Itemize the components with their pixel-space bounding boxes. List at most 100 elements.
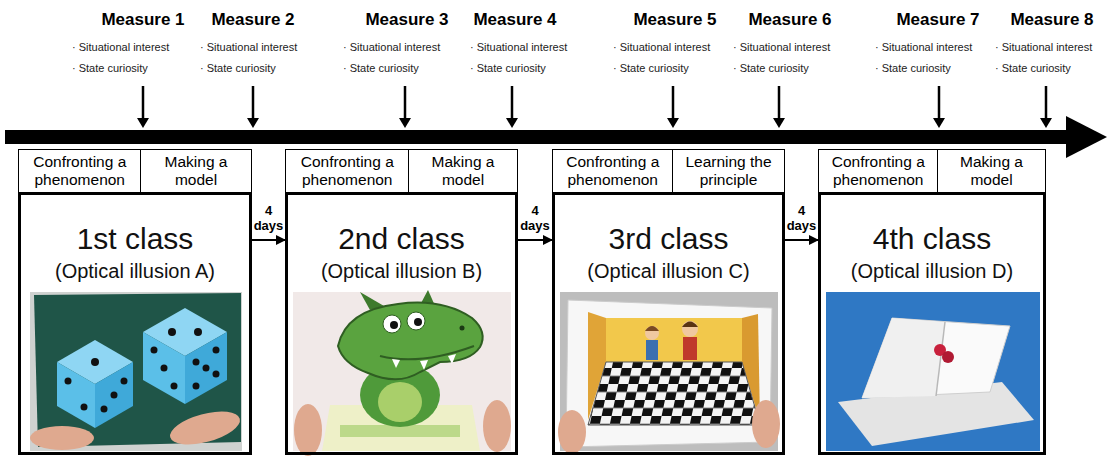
phase-label: Learning the principle bbox=[678, 153, 779, 190]
photo-dice bbox=[95, 362, 133, 428]
photo-dragon bbox=[378, 382, 422, 422]
photo-checker-room bbox=[645, 326, 659, 340]
photo-dragon bbox=[383, 315, 401, 333]
interval-arrow bbox=[518, 239, 552, 241]
photo-folded-paper bbox=[862, 318, 945, 398]
measure-arrow bbox=[672, 86, 675, 120]
photo-checker-room bbox=[558, 410, 586, 454]
measure-arrow bbox=[773, 118, 785, 128]
measure-item: · Situational interest bbox=[72, 41, 169, 54]
measure-arrow bbox=[399, 118, 411, 128]
photo-dragon bbox=[380, 346, 474, 359]
photo-checker-room bbox=[606, 318, 742, 362]
measure-item: · Situational interest bbox=[875, 41, 972, 54]
photo-checker-room bbox=[558, 292, 780, 454]
photo-checker-room bbox=[560, 292, 778, 451]
class-subtitle: (Optical illusion D) bbox=[851, 260, 1013, 282]
photo-dragon bbox=[392, 359, 400, 368]
photo-dragon bbox=[390, 321, 398, 329]
interval-label: 4 days bbox=[518, 204, 552, 233]
phase-cell: Confronting a phenomenon bbox=[285, 149, 410, 194]
phase-cell: Learning the principle bbox=[672, 149, 785, 194]
photo-dice bbox=[213, 347, 220, 354]
photo-dice bbox=[143, 308, 227, 356]
measure-title: Measure 4 bbox=[473, 10, 556, 30]
class-subtitle: (Optical illusion B) bbox=[321, 260, 482, 282]
timeline-arrow bbox=[1066, 116, 1107, 158]
photo-dragon bbox=[420, 360, 428, 370]
phase-label: Making a model bbox=[146, 153, 246, 190]
measure-arrow bbox=[137, 86, 1052, 128]
measure-arrow bbox=[1040, 118, 1052, 128]
phase-cell: Making a model bbox=[408, 149, 518, 194]
measure-arrow bbox=[933, 118, 945, 128]
measure-title: Measure 1 bbox=[101, 10, 184, 30]
photo-dice bbox=[151, 347, 158, 354]
photo-checker-room bbox=[752, 400, 780, 448]
measure-item: · Situational interest bbox=[343, 41, 440, 54]
photo-checker-room bbox=[682, 322, 698, 328]
phase-cell: Making a model bbox=[937, 149, 1046, 194]
photo-dice bbox=[168, 328, 176, 336]
photo-dice bbox=[30, 426, 94, 450]
photo-folded-paper bbox=[826, 292, 1040, 451]
photo-dragon bbox=[338, 303, 483, 380]
class-title: 2nd class bbox=[338, 222, 465, 255]
photo-folded-paper bbox=[942, 351, 954, 363]
measure-title: Measure 3 bbox=[365, 10, 448, 30]
photo-dice bbox=[143, 332, 185, 404]
measure-item: · State curiosity bbox=[470, 62, 546, 75]
class-title: 4th class bbox=[873, 222, 991, 255]
photo-dice bbox=[57, 362, 95, 428]
measure-item: · State curiosity bbox=[733, 62, 809, 75]
class-box: 2nd class (Optical illusion B) bbox=[285, 192, 518, 455]
phase-cell: Confronting a phenomenon bbox=[18, 149, 142, 194]
interval-label: 4 days bbox=[785, 204, 818, 233]
photo-dice bbox=[167, 405, 244, 451]
photo-checker-room bbox=[682, 321, 698, 337]
class-title: 1st class bbox=[77, 222, 194, 255]
measure-title: Measure 5 bbox=[633, 10, 716, 30]
class-subtitle: (Optical illusion A) bbox=[55, 260, 215, 282]
measure-item: · Situational interest bbox=[733, 41, 830, 54]
photo-dragon bbox=[293, 290, 511, 456]
photo-dice bbox=[185, 332, 227, 404]
photo-checker-room bbox=[645, 326, 659, 331]
phase-label: Confronting a phenomenon bbox=[24, 153, 136, 190]
class-subtitle: (Optical illusion C) bbox=[587, 260, 749, 282]
measure-item: · State curiosity bbox=[995, 62, 1071, 75]
measure-title: Measure 6 bbox=[748, 10, 831, 30]
measure-arrow bbox=[778, 86, 781, 120]
class-box: 1st class (Optical illusion A) bbox=[18, 192, 252, 455]
measure-arrow bbox=[247, 118, 259, 128]
class-title: 3rd class bbox=[608, 222, 728, 255]
photo-dice bbox=[203, 365, 210, 372]
phase-cell: Confronting a phenomenon bbox=[552, 149, 674, 194]
photo-checker-room bbox=[566, 300, 772, 447]
class-box: 3rd class (Optical illusion C) bbox=[552, 192, 785, 455]
photo-dragon bbox=[483, 400, 511, 452]
photo-dragon bbox=[448, 354, 456, 364]
measure-title: Measure 8 bbox=[1010, 10, 1093, 30]
photo-dice bbox=[30, 292, 243, 451]
photo-dragon bbox=[414, 318, 422, 326]
edge-group bbox=[252, 240, 818, 241]
photo-checker-room bbox=[588, 362, 760, 425]
photo-dice bbox=[121, 378, 128, 385]
photo-dragon bbox=[294, 404, 322, 456]
measure-item: · State curiosity bbox=[343, 62, 419, 75]
phase-cell: Confronting a phenomenon bbox=[818, 149, 939, 194]
photo-dice bbox=[171, 383, 178, 390]
photo-dice bbox=[193, 383, 200, 390]
class-box: 4th class (Optical illusion D) bbox=[818, 192, 1046, 455]
photo-folded-paper bbox=[862, 318, 1010, 398]
measure-item: · State curiosity bbox=[72, 62, 148, 75]
photo-dragon bbox=[460, 326, 465, 331]
photo-dice bbox=[91, 358, 99, 366]
measure-item: · State curiosity bbox=[613, 62, 689, 75]
photo-checker-room bbox=[683, 337, 697, 360]
measure-arrow bbox=[137, 118, 149, 128]
measure-item: · State curiosity bbox=[875, 62, 951, 75]
